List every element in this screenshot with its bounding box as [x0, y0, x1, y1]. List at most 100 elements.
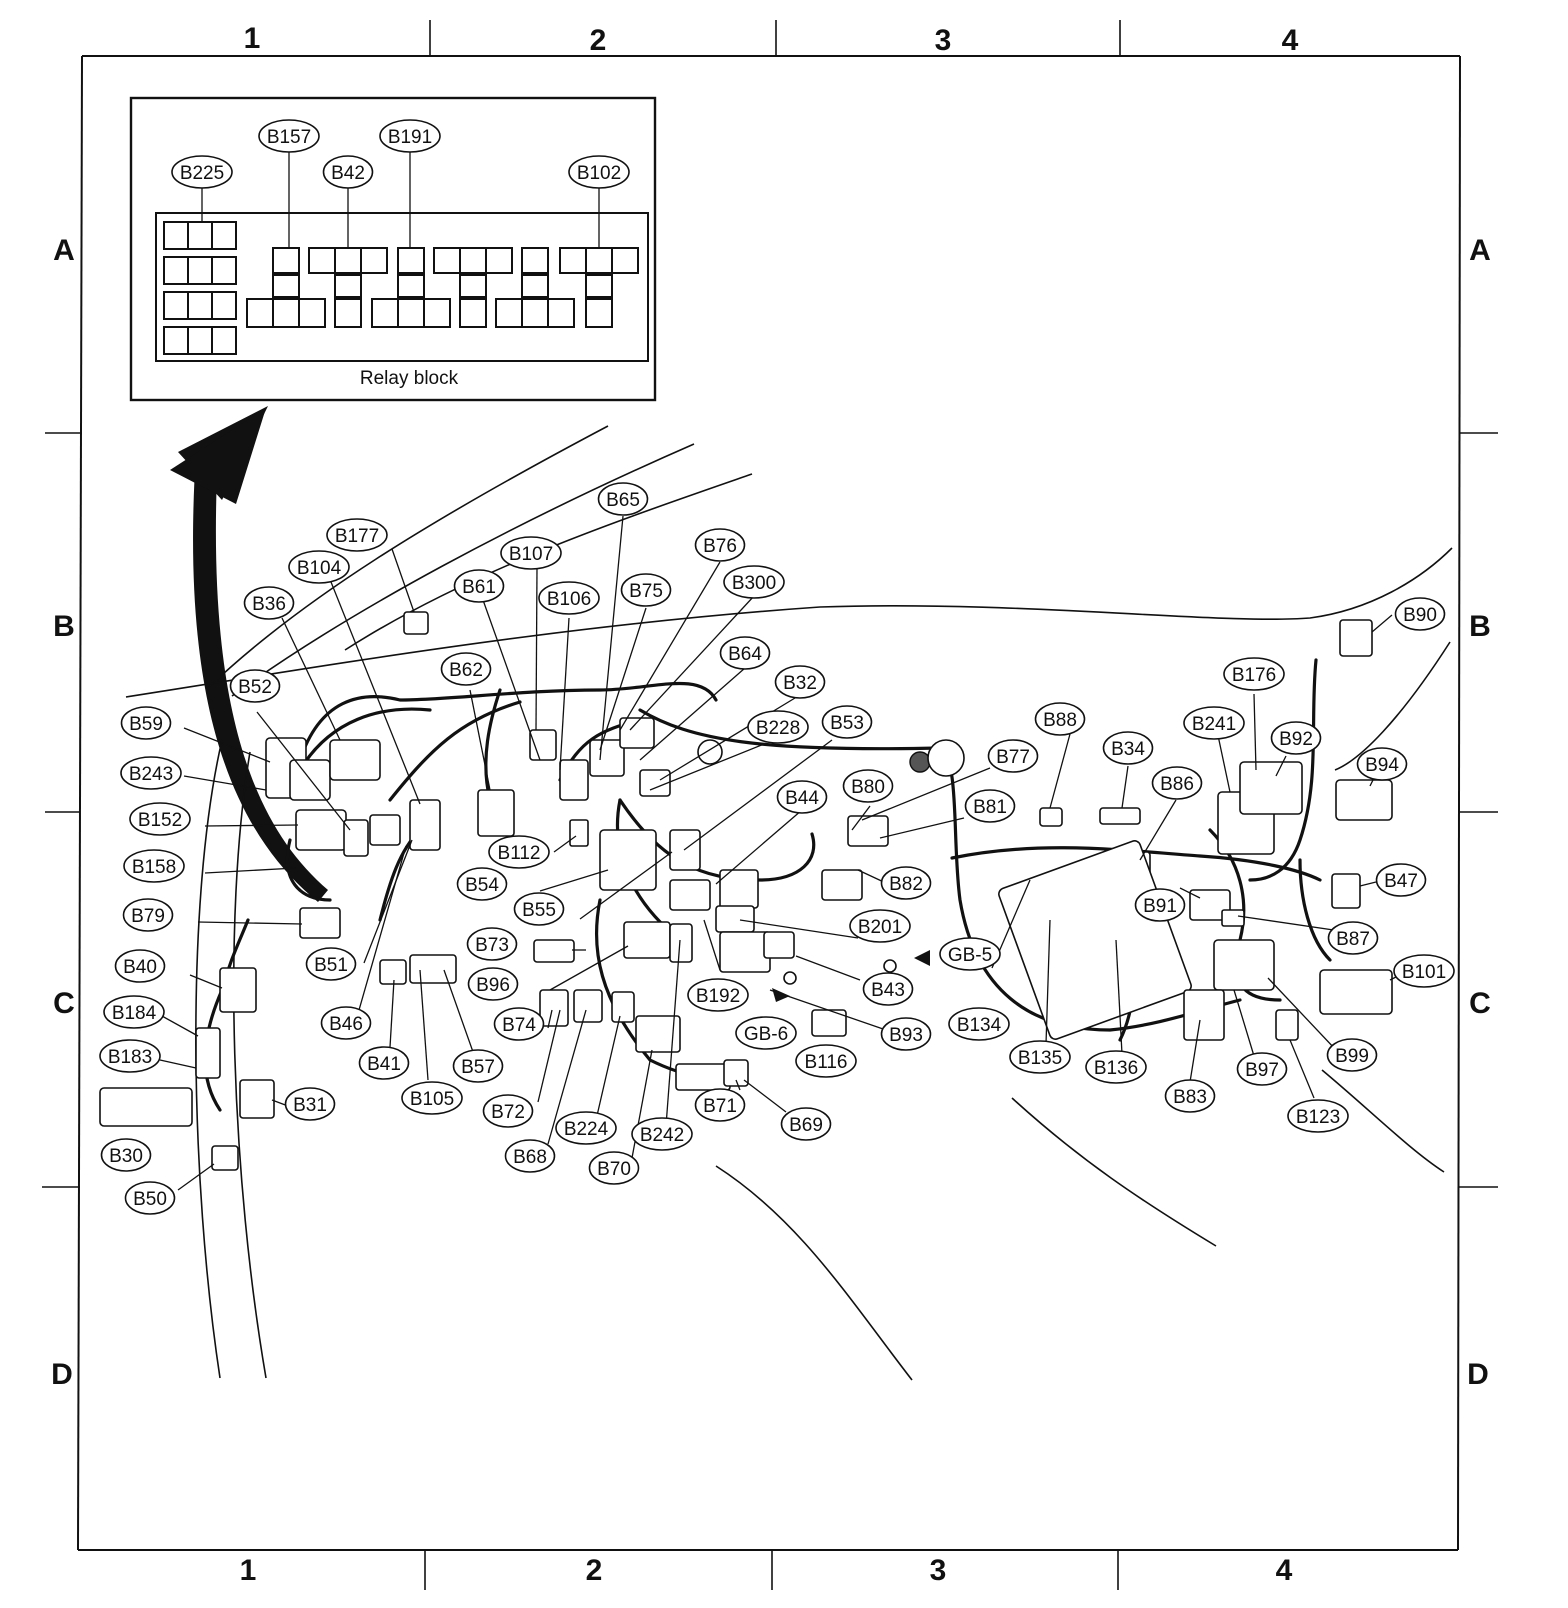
connector-callout-b30-label: B30: [109, 1146, 143, 1167]
relay-block-inset: Relay block: [129, 96, 657, 402]
connector-callout-b99-label: B99: [1335, 1046, 1369, 1067]
connector-callout-b44: B44: [776, 780, 828, 814]
connector-callout-b64-label: B64: [728, 644, 762, 665]
connector-callout-b101-label: B101: [1402, 962, 1446, 983]
connector-callout-b96: B96: [467, 967, 519, 1001]
ground-callout-gb-5-label: GB-5: [948, 945, 992, 966]
connector-callout-b50-label: B50: [133, 1189, 167, 1210]
connector-callout-b243-label: B243: [129, 764, 173, 785]
connector-callout-b107: B107: [500, 536, 562, 570]
connector-callout-b241-label: B241: [1192, 714, 1236, 735]
connector-callout-b241: B241: [1183, 706, 1245, 740]
connector-callout-b136: B136: [1085, 1050, 1147, 1084]
connector-callout-b87-label: B87: [1336, 929, 1370, 950]
connector-callout-b123-label: B123: [1296, 1107, 1340, 1128]
connector-callout-b64: B64: [719, 636, 771, 670]
col-label: 1: [244, 22, 261, 55]
connector-callout-b70: B70: [588, 1151, 640, 1185]
diagram-frame: [42, 20, 1498, 1590]
connector-callout-b158: B158: [123, 849, 185, 883]
relay-callout-b191-label: B191: [388, 127, 432, 148]
connector-callout-b184-label: B184: [112, 1003, 157, 1024]
connector-callout-b46: B46: [320, 1006, 372, 1040]
relay-callout-b42-label: B42: [331, 163, 365, 184]
connector-callout-b101: B101: [1393, 954, 1455, 988]
grid-labels: 1 2 3 4 1 2 3 4 A B C D A B C D: [51, 22, 1491, 1587]
connector-callout-b75: B75: [620, 573, 672, 607]
connector-callout-b70-label: B70: [597, 1159, 631, 1180]
row-label: A: [1469, 234, 1491, 267]
connector-callout-b72-label: B72: [491, 1102, 525, 1123]
connector-callout-b176: B176: [1223, 657, 1285, 691]
connector-callout-b74-label: B74: [502, 1015, 536, 1036]
relay-callout-b225-label: B225: [180, 163, 224, 184]
col-label: 2: [586, 1554, 603, 1587]
connector-callout-b88-label: B88: [1043, 710, 1077, 731]
connector-callout-b31: B31: [284, 1087, 336, 1121]
col-label: 4: [1282, 24, 1299, 57]
connector-callout-b53-label: B53: [830, 713, 864, 734]
relay-callout-b157-label: B157: [267, 127, 311, 148]
connector-callout-b123: B123: [1287, 1099, 1349, 1133]
relay-callout-b225: B225: [171, 155, 233, 189]
connector-callout-b34: B34: [1102, 731, 1154, 765]
connector-callout-b93-label: B93: [889, 1025, 923, 1046]
connector-callout-b32: B32: [774, 665, 826, 699]
connector-callout-b92: B92: [1270, 721, 1322, 755]
connector-callout-b82-label: B82: [889, 874, 923, 895]
connector-callout-b192-label: B192: [696, 986, 740, 1007]
connector-callouts: B225B157B42B191B102B177B104B107B65B76B36…: [99, 119, 1455, 1215]
connector-callout-b52-label: B52: [238, 677, 272, 698]
connector-callout-b62: B62: [440, 652, 492, 686]
connector-callout-b71: B71: [694, 1088, 746, 1122]
connector-callout-b54: B54: [456, 867, 508, 901]
connector-callout-b43-label: B43: [871, 980, 905, 1001]
connector-callout-b51: B51: [305, 947, 357, 981]
connector-callout-b59-label: B59: [129, 714, 163, 735]
connector-callout-b73-label: B73: [475, 935, 509, 956]
connector-callout-b242: B242: [631, 1117, 693, 1151]
connector-callout-b68-label: B68: [513, 1147, 547, 1168]
connector-callout-b107-label: B107: [509, 544, 553, 565]
connector-callout-b112: B112: [488, 835, 550, 869]
connector-callout-b30: B30: [100, 1138, 152, 1172]
connector-callout-b40: B40: [114, 949, 166, 983]
connector-callout-b106: B106: [538, 581, 600, 615]
connector-callout-b71-label: B71: [703, 1096, 737, 1117]
connector-callout-b47: B47: [1375, 863, 1427, 897]
connector-callout-b177: B177: [326, 518, 388, 552]
connector-callout-b152-label: B152: [138, 810, 182, 831]
connector-callout-b80: B80: [842, 769, 894, 803]
connector-callout-b57: B57: [452, 1049, 504, 1083]
connector-callout-b116: B116: [795, 1044, 857, 1078]
row-label: C: [1469, 987, 1491, 1020]
connector-callout-b69: B69: [780, 1107, 832, 1141]
connector-callout-b65-label: B65: [606, 490, 640, 511]
connector-callout-b183-label: B183: [108, 1047, 152, 1068]
relay-callout-b191: B191: [379, 119, 441, 153]
connector-callout-b81-label: B81: [973, 797, 1007, 818]
relay-cells-b225: [163, 221, 237, 355]
connector-callout-b94: B94: [1356, 747, 1408, 781]
ground-callout-gb-6: GB-6: [735, 1016, 797, 1050]
connector-callout-b83-label: B83: [1173, 1087, 1207, 1108]
connector-callout-b134: B134: [948, 1007, 1010, 1041]
connector-callout-b177-label: B177: [335, 526, 379, 547]
connector-callout-b34-label: B34: [1111, 739, 1145, 760]
connector-callout-b61-label: B61: [462, 577, 496, 598]
connector-callout-b112-label: B112: [498, 843, 541, 864]
connector-callout-b228-label: B228: [756, 718, 800, 739]
connector-callout-b79: B79: [122, 898, 174, 932]
connector-callout-b201-label: B201: [858, 917, 902, 938]
row-label: D: [1467, 1358, 1489, 1391]
connector-callout-b44-label: B44: [785, 788, 819, 809]
connector-callout-b152: B152: [129, 802, 191, 836]
relay-callout-b157: B157: [258, 119, 320, 153]
connector-callout-b184: B184: [103, 995, 165, 1029]
connector-callout-b116-label: B116: [805, 1052, 848, 1073]
row-label: D: [51, 1358, 73, 1391]
relay-callout-b102: B102: [568, 155, 630, 189]
connector-callout-b90-label: B90: [1403, 605, 1437, 626]
connector-callout-b224: B224: [555, 1111, 617, 1145]
connector-callout-b90: B90: [1394, 597, 1446, 631]
